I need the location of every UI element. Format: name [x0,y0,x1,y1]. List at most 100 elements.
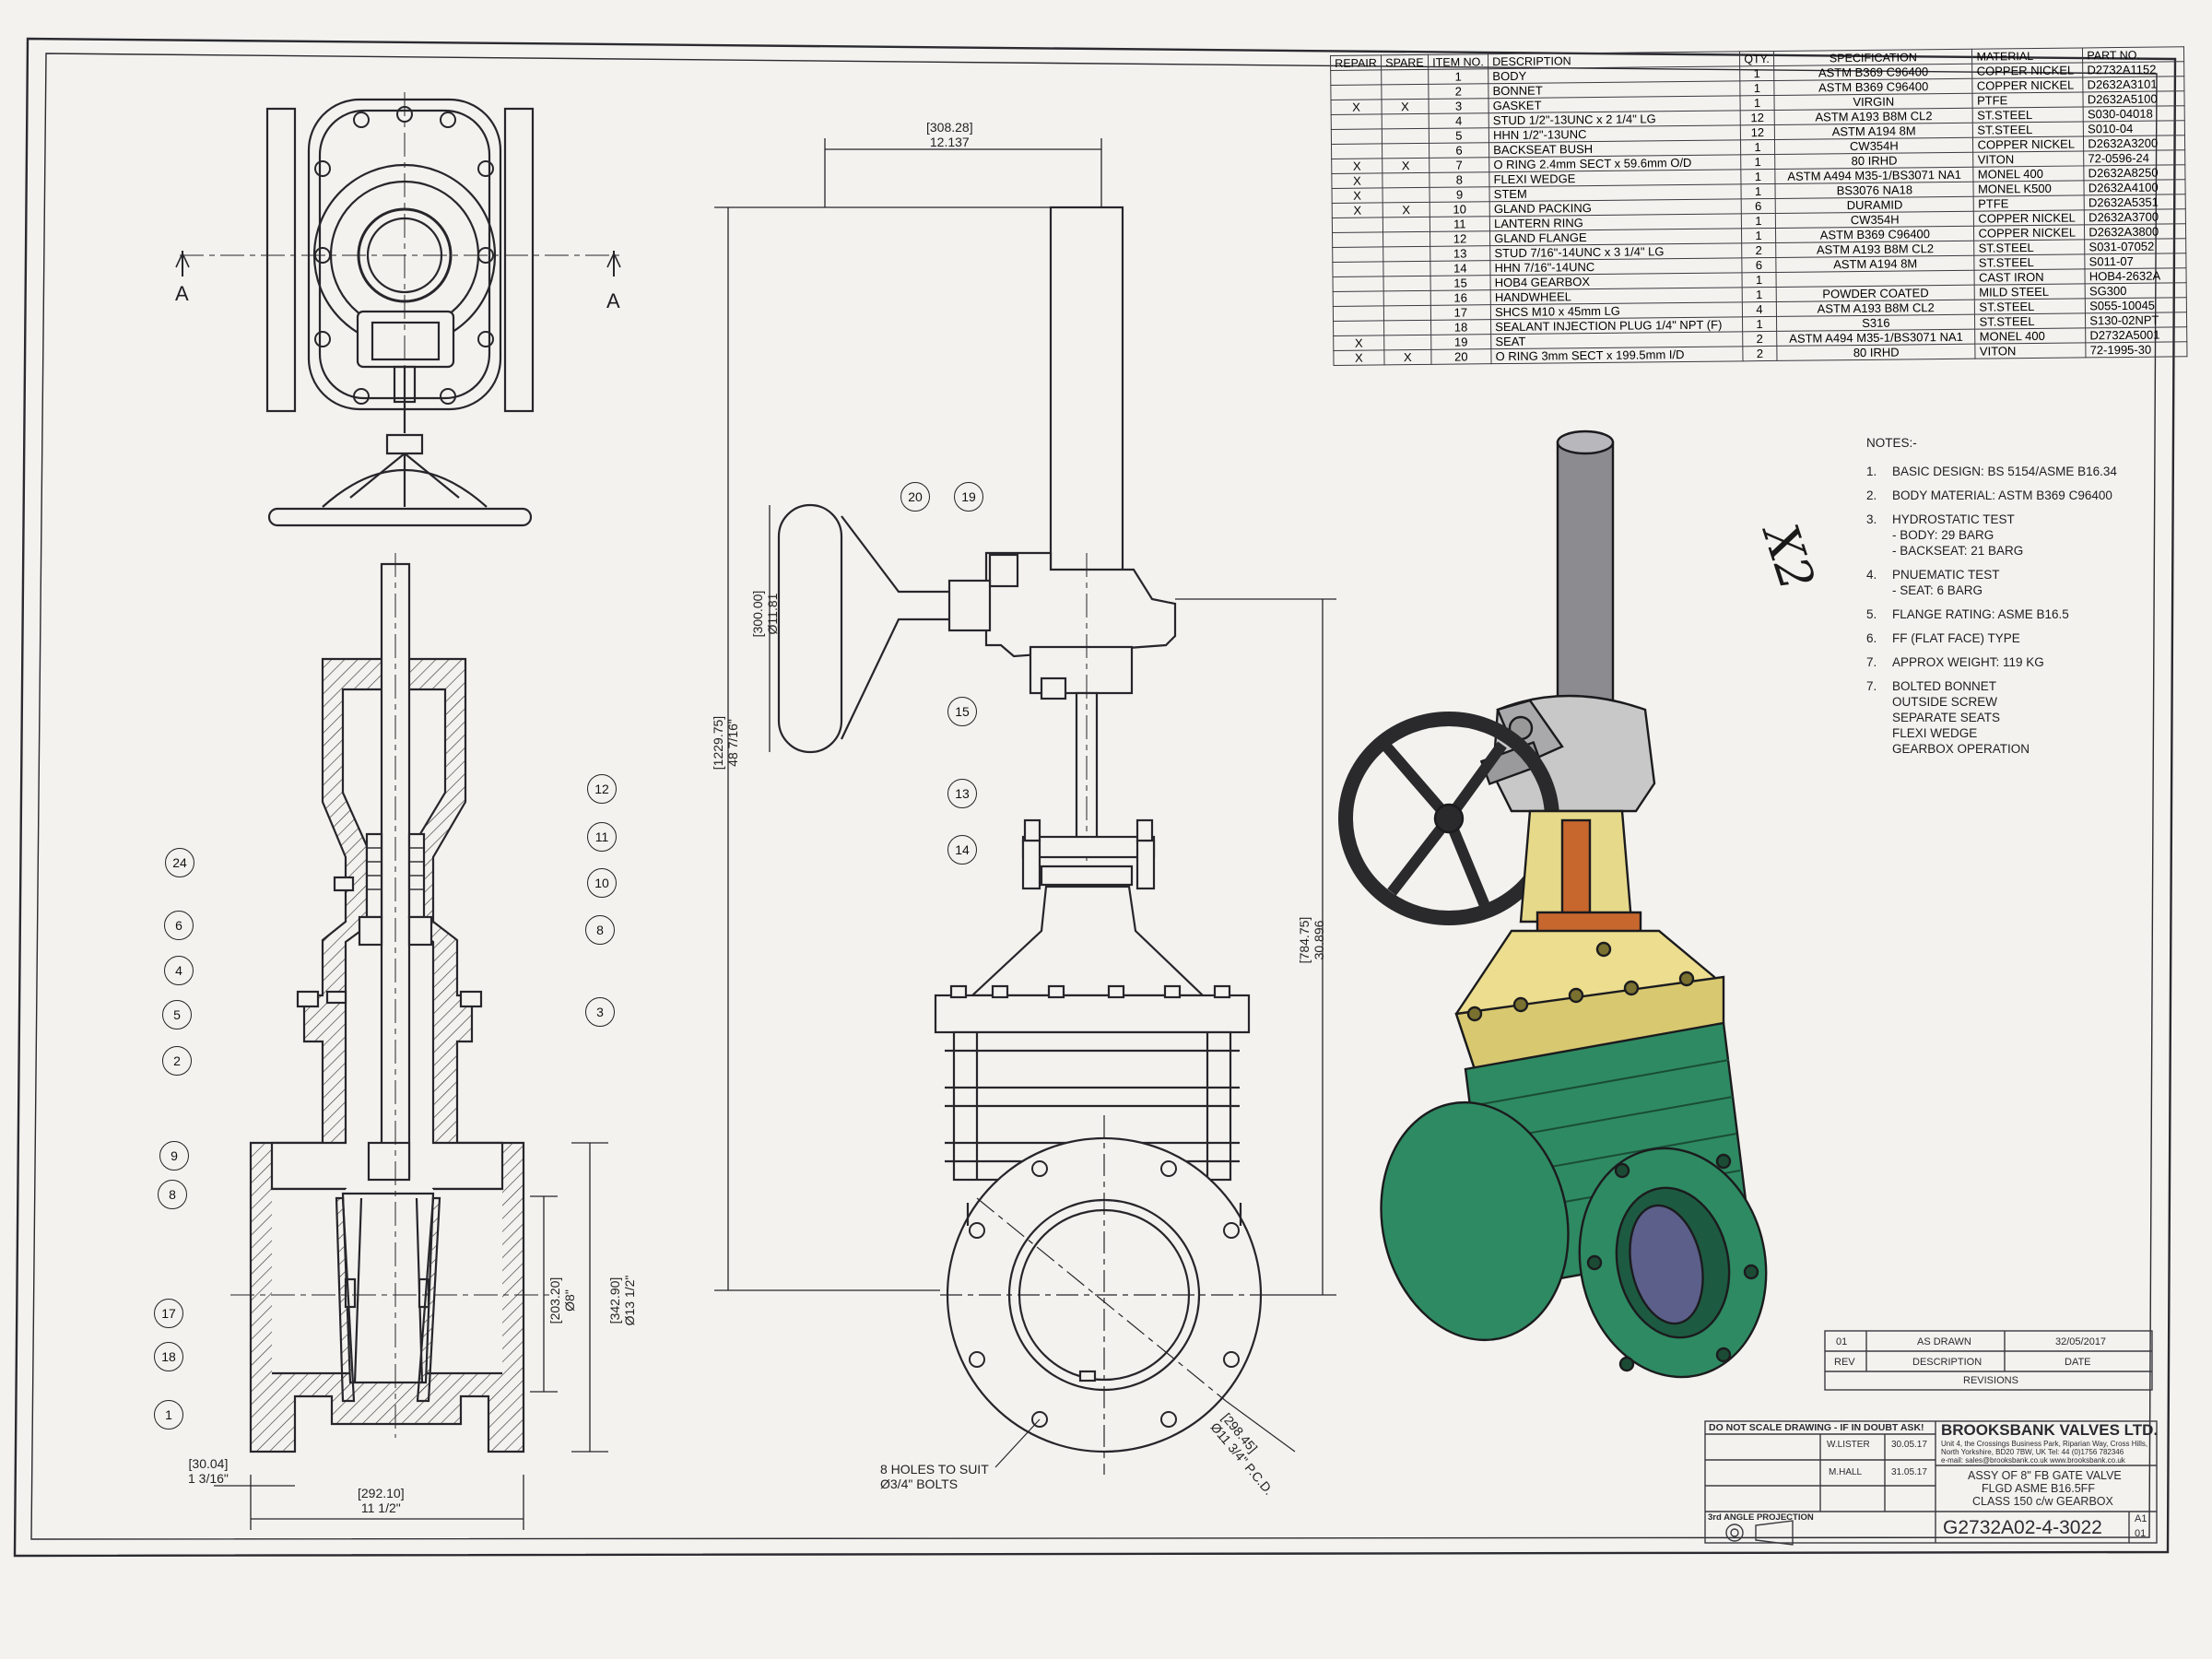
bom-cell-repair: X [1333,349,1384,366]
item-balloon: 4 [164,956,194,985]
note-number: 2. [1866,488,1877,502]
bom-cell-repair [1331,143,1382,159]
bom-cell-material: CAST IRON [1974,268,2086,286]
bom-cell-repair [1333,290,1384,307]
note-body: PNUEMATIC TEST- SEAT: 6 BARG [1892,567,2000,598]
bom-header-item: ITEM NO. [1428,53,1488,70]
bom-cell-spare: X [1381,99,1429,114]
bom-cell-qty: 6 [1741,257,1777,273]
bom-cell-item-no: 14 [1430,260,1491,276]
rev-row-no: 01 [1836,1336,1848,1347]
bom-cell-specification: 80 IRHD [1776,344,1976,361]
dim-overall-height-in: 48 7/16" [725,719,740,767]
bom-cell-qty: 2 [1742,346,1778,361]
bom-cell-qty: 1 [1740,183,1776,199]
bom-cell-spare [1383,335,1431,350]
note-text: BASIC DESIGN: BS 5154/ASME B16.34 [1892,465,2117,478]
bom-cell-material: COPPER NICKEL [1972,135,2084,153]
dim-stem-width-in: 12.137 [929,135,970,149]
bom-cell-material: COPPER NICKEL [1972,62,2084,79]
bom-cell-qty: 1 [1740,169,1776,184]
bom-cell-spare: X [1382,202,1430,218]
note-text: PNUEMATIC TEST [1892,568,2000,582]
item-balloon: 2 [162,1046,192,1076]
notes-block: NOTES:- 1. BASIC DESIGN: BS 5154/ASME B16… [1866,435,2171,765]
bom-cell-part-no: D2632A8250 [2084,164,2185,181]
bom-cell-qty: 1 [1740,139,1775,155]
note-body: HYDROSTATIC TEST- BODY: 29 BARG- BACKSEA… [1892,512,2023,559]
bom-cell-item-no: 13 [1430,245,1490,262]
drawing-title-2: FLGD ASME B16.5FF [1982,1482,2095,1495]
bom-cell-repair: X [1332,202,1383,218]
projection-label: 3rd ANGLE PROJECTION [1708,1512,1814,1523]
bom-cell-repair [1331,113,1382,130]
note-subtext: - SEAT: 6 BARG [1892,583,1983,597]
bom-cell-qty: 1 [1739,80,1775,96]
bom-cell-spare [1383,290,1431,306]
bom-cell-part-no: S030-04018 [2083,105,2185,122]
bom-cell-item-no: 20 [1430,348,1492,365]
note-body: FLANGE RATING: ASME B16.5 [1892,606,2069,622]
bom-cell-material: ST.STEEL [1972,121,2084,138]
bom-cell-spare [1382,128,1430,144]
bom-cell-part-no: D2632A3800 [2084,223,2186,240]
bom-cell-item-no: 11 [1430,216,1490,232]
bom-cell-qty: 1 [1742,316,1777,332]
bom-cell-material: VITON [1973,150,2085,168]
bom-cell-part-no: S031-07052 [2084,238,2186,254]
item-balloon: 12 [587,774,617,804]
bom-cell-qty: 12 [1740,124,1775,140]
bom-cell-material: COPPER NICKEL [1972,76,2084,94]
item-balloon: 11 [587,822,617,852]
bom-cell-spare [1383,320,1431,335]
bom-header-material: MATERIAL [1971,47,2083,65]
bom-cell-qty: 1 [1741,213,1776,229]
bom-cell-spare [1382,113,1430,129]
bom-cell-part-no: D2632A5351 [2084,194,2186,210]
bom-cell-part-no: S055-10045 [2085,297,2187,313]
bom-cell-material: PTFE [1973,194,2085,212]
section-label-left: A [175,282,189,305]
drawn-by: W.LISTER [1827,1440,1870,1450]
item-balloon: 8 [158,1180,187,1209]
notes-heading: NOTES:- [1866,436,1917,450]
bom-cell-material: ST.STEEL [1972,106,2084,124]
note-subtext: - BODY: 29 BARG [1892,528,1994,542]
note-text: BOLTED BONNET [1892,679,1997,693]
bom-cell-repair [1332,261,1383,277]
bom-cell-repair [1330,69,1382,86]
bom-cell-item-no: 18 [1430,319,1491,335]
rev-row-date: 32/05/2017 [2055,1336,2107,1347]
item-balloon: 8 [585,915,615,945]
bom-cell-part-no: D2732A5001 [2085,326,2187,343]
note-number: 1. [1866,465,1877,478]
bom-header-spare: SPARE [1381,54,1429,70]
note-number: 6. [1866,631,1877,645]
bom-cell-repair [1333,320,1384,336]
bom-cell-qty: 1 [1739,95,1775,111]
note-number: 3. [1866,512,1877,526]
bom-cell-item-no: 19 [1430,334,1491,350]
bom-cell-qty: 1 [1741,272,1777,288]
item-balloon: 18 [154,1342,183,1371]
item-balloon: 15 [947,697,977,726]
rev-header-rev: REV [1834,1357,1855,1368]
dim-bolt-holes-line1: 8 HOLES TO SUIT [880,1462,989,1477]
section-label-right: A [606,289,620,312]
bom-cell-material: MONEL K500 [1973,180,2085,197]
dim-stem-width-mm: [308.28] [926,120,973,135]
bom-cell-part-no: D2632A3101 [2083,76,2184,92]
dim-bore: [203.20] Ø8" [547,1264,577,1337]
note-item: 3. HYDROSTATIC TEST- BODY: 29 BARG- BACKS… [1866,512,2171,559]
bom-cell-material: ST.STEEL [1974,253,2086,271]
dim-overall-height: [1229.75] 48 7/16" [711,692,740,794]
bom-cell-material: ST.STEEL [1974,312,2086,330]
bom-cell-part-no: D2632A3200 [2083,135,2185,151]
bom-cell-part-no: D2632A4100 [2084,179,2186,195]
dim-flange-thickness: [30.04] 1 3/16" [188,1456,229,1486]
dim-handwheel-dia-mm: [300.00] [750,590,765,638]
bom-cell-material: ST.STEEL [1974,298,2086,315]
dim-overall-height-mm: [1229.75] [711,715,725,771]
